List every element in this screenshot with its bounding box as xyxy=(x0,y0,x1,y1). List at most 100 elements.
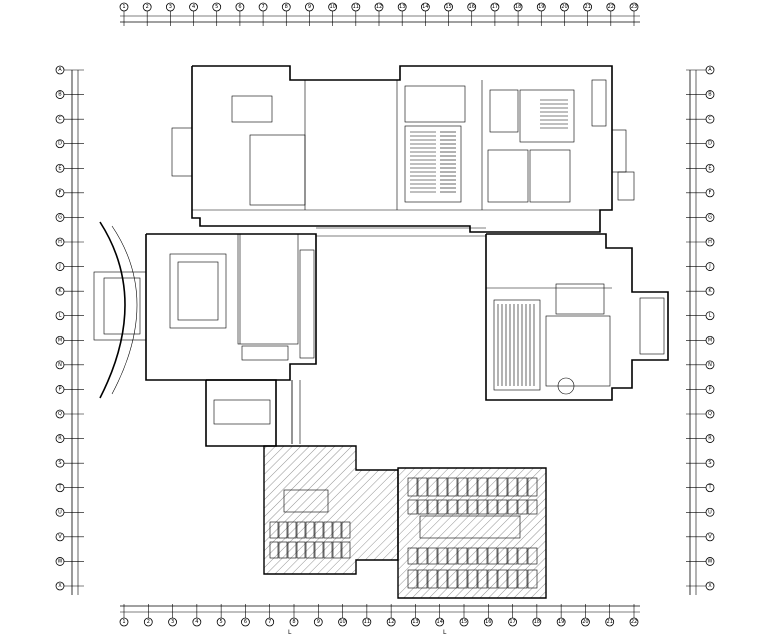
parking-stall xyxy=(517,569,528,589)
grid-label: S xyxy=(58,460,61,466)
grid-bubble xyxy=(629,2,639,12)
grid-label: C xyxy=(708,116,712,122)
parking-stall xyxy=(527,547,538,565)
grid-bubble xyxy=(212,2,222,12)
grid-bubble xyxy=(258,2,268,12)
grid-bubble xyxy=(305,2,314,12)
parking-stall xyxy=(332,541,342,559)
grid-label: 20 xyxy=(561,4,567,10)
grid-label: U xyxy=(708,509,712,515)
grid-bubble xyxy=(435,617,445,627)
parking-stall xyxy=(269,541,279,559)
grid-label: P xyxy=(708,386,711,392)
grid-bubble xyxy=(508,617,517,627)
pool-lanes xyxy=(497,304,535,386)
parking-stall xyxy=(487,477,498,497)
grid-bubble xyxy=(581,617,590,627)
grid-label: V xyxy=(58,534,62,540)
grid-bubble xyxy=(705,163,715,173)
grid-bubble xyxy=(705,311,715,321)
grid-bubble xyxy=(55,90,65,99)
grid-label: V xyxy=(708,534,712,540)
grid-bubble xyxy=(351,2,361,12)
grid-label: 7 xyxy=(261,4,264,10)
grid-label: 14 xyxy=(422,4,428,10)
grid-label: 2 xyxy=(146,4,149,10)
grid-label: 7 xyxy=(268,619,271,625)
grid-bubble xyxy=(142,2,152,12)
bottom-mid-label: L xyxy=(443,629,447,636)
grid-label: 15 xyxy=(461,619,467,625)
grid-label: J xyxy=(708,264,710,270)
grid-bubble xyxy=(705,507,715,517)
grid-bubble xyxy=(189,2,198,12)
grid-label: B xyxy=(58,92,62,98)
parking-stall xyxy=(332,521,342,539)
grid-bubble xyxy=(374,2,384,12)
grid-label: 9 xyxy=(308,4,311,10)
grid-label: 21 xyxy=(607,619,613,625)
parking-stall xyxy=(437,569,448,589)
grid-label: 16 xyxy=(485,619,491,625)
grid-label: M xyxy=(58,337,62,343)
grid-label: E xyxy=(708,165,711,171)
grid-label: A xyxy=(708,67,712,73)
grid-label: 13 xyxy=(412,619,418,625)
grid-bubble xyxy=(705,409,715,419)
grid-bubble xyxy=(397,2,407,12)
parking-stall xyxy=(457,569,468,589)
parking-stall xyxy=(497,477,508,497)
parking-stall xyxy=(467,499,478,515)
parking-stall xyxy=(467,547,478,565)
grid-label: 11 xyxy=(364,619,370,625)
grid-bubble xyxy=(55,458,65,468)
parking-stall xyxy=(437,547,448,565)
grid-bubble xyxy=(705,237,715,247)
grid-label: 10 xyxy=(329,4,335,10)
grid-bubble xyxy=(119,617,129,627)
grid-label: 4 xyxy=(195,619,198,625)
grid-bubble xyxy=(444,2,453,12)
parking-stall xyxy=(427,477,438,497)
grid-bubble xyxy=(168,617,177,627)
grid-label: 3 xyxy=(169,4,172,10)
grid-bubble xyxy=(705,532,715,542)
grid-label: R xyxy=(708,436,712,442)
grid-label: D xyxy=(58,141,62,147)
grid-bubble xyxy=(705,360,715,370)
grid-label: T xyxy=(707,485,712,491)
grid-bubble xyxy=(705,483,715,493)
grid-label: U xyxy=(58,509,62,515)
grid-bubble xyxy=(55,114,65,124)
grid-label: J xyxy=(58,264,60,270)
parking-stall xyxy=(467,569,478,589)
grid-bubble xyxy=(705,581,715,591)
parking-stall xyxy=(287,521,297,539)
grid-label: D xyxy=(708,141,712,147)
grid-bubble xyxy=(55,237,65,247)
parking-stall xyxy=(457,477,468,497)
grid-label: 12 xyxy=(388,619,394,625)
grid-bubble xyxy=(705,90,715,99)
grid-label: N xyxy=(708,362,712,368)
parking-stall xyxy=(507,499,518,515)
grid-bubble xyxy=(560,2,569,12)
grid-bubble xyxy=(55,311,65,321)
grid-bubble xyxy=(705,213,715,222)
parking-stall xyxy=(507,569,518,589)
grid-label: E xyxy=(58,165,61,171)
parking-stall xyxy=(427,569,438,589)
grid-label: R xyxy=(58,436,62,442)
grid-bubble xyxy=(532,617,542,627)
grid-label: 3 xyxy=(171,619,174,625)
parking-stall xyxy=(278,521,288,539)
grid-bubble xyxy=(289,617,299,627)
grid-label: 4 xyxy=(192,4,195,10)
parking-stall xyxy=(341,541,351,559)
auditorium-seating xyxy=(410,99,568,193)
parking-stall xyxy=(497,499,508,515)
grid-label: X xyxy=(708,583,712,589)
parking-stall xyxy=(417,569,428,589)
